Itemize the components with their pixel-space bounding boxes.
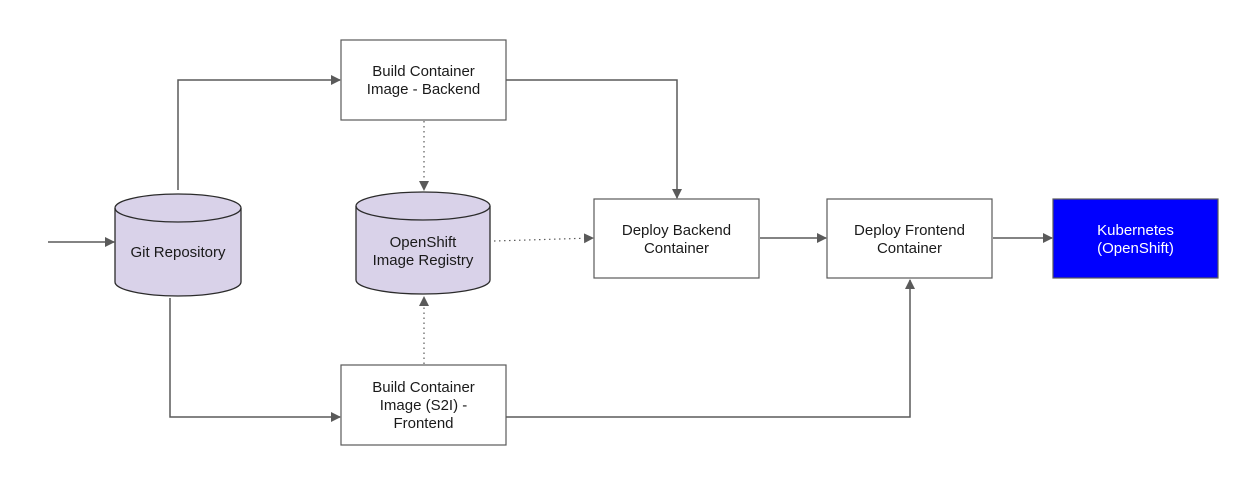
image-registry-label-line: Image Registry (373, 252, 474, 269)
edge-git-repository-to-build-backend (177, 75, 341, 190)
kubernetes-label-line: Kubernetes (1097, 222, 1174, 239)
build-backend-box (340, 39, 507, 121)
git-repository-label-line: Git Repository (130, 244, 226, 261)
edge-git-repository-to-build-frontend (169, 298, 341, 422)
deploy-backend-label-line: Deploy Backend (622, 222, 731, 239)
edge-build-backend-to-deploy-backend (506, 79, 682, 199)
git-repository-cylinder-rim (114, 207, 242, 223)
build-frontend-box (340, 364, 507, 446)
edges (48, 75, 1053, 422)
build-frontend-label-line: Frontend (393, 415, 453, 432)
image-registry-label-line: OpenShift (390, 234, 458, 251)
deploy-frontend-label-line: Deploy Frontend (854, 222, 965, 239)
kubernetes-node[interactable]: Kubernetes(OpenShift) (1052, 198, 1219, 279)
deploy-backend-box (593, 198, 760, 279)
git-repository-cylinder-icon (114, 193, 242, 297)
kubernetes-label: Kubernetes(OpenShift) (1097, 222, 1174, 257)
build-frontend-label-line: Build Container (372, 379, 475, 396)
deploy-frontend-label-line: Container (877, 240, 942, 257)
build-frontend-label-line: Image (S2I) - (380, 397, 468, 414)
image-registry-cylinder-rim (355, 205, 491, 221)
build-backend-label-line: Build Container (372, 63, 475, 80)
git-repository-label: Git Repository (130, 244, 226, 261)
edge-image-registry-to-deploy-backend (493, 233, 594, 244)
edge-build-frontend-to-deploy-frontend (506, 279, 915, 418)
deploy-frontend-box (826, 198, 993, 279)
git-repository-node[interactable]: Git Repository (114, 193, 242, 297)
kubernetes-label-line: (OpenShift) (1097, 240, 1174, 257)
build-backend-label-line: Image - Backend (367, 81, 480, 98)
kubernetes-box (1052, 198, 1219, 279)
image-registry-cylinder-icon (355, 191, 491, 295)
deploy-backend-label-line: Container (644, 240, 709, 257)
